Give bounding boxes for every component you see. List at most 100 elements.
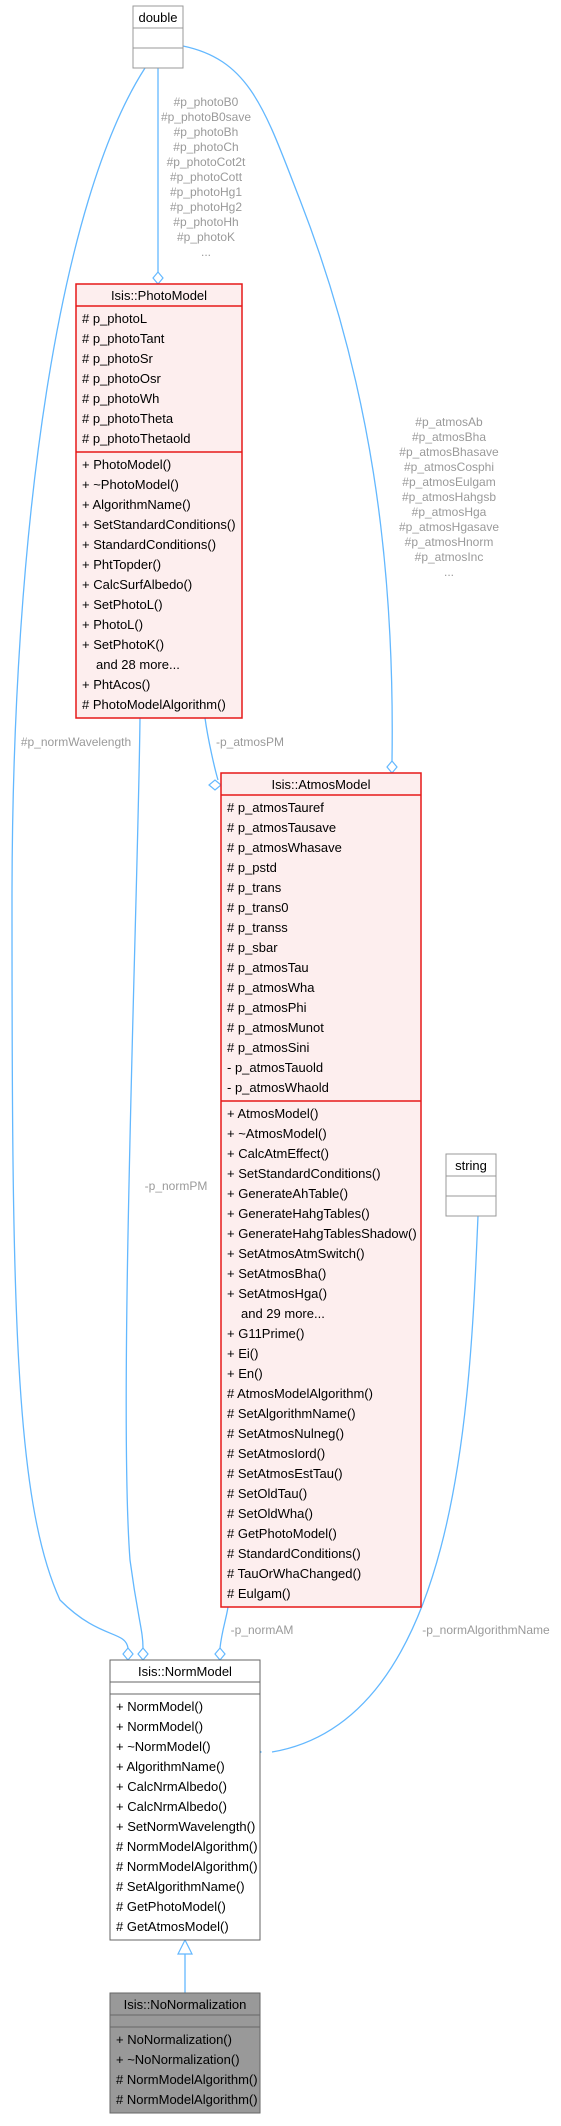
class-operation: # GetPhotoModel() [116, 1899, 226, 1914]
class-operation: + SetNormWavelength() [116, 1819, 255, 1834]
class-attribute: # p_trans0 [227, 900, 288, 915]
class-string[interactable]: string [445, 1153, 497, 1217]
aggregation-diamond-icon [152, 271, 164, 285]
class-operation: + NoNormalization() [116, 2032, 232, 2047]
edge-label-double_photo: #p_photoB0save [161, 110, 251, 124]
class-operation: + SetAtmosAtmSwitch() [227, 1246, 365, 1261]
class-operation: # GetPhotoModel() [227, 1526, 337, 1541]
class-operation: + SetStandardConditions() [227, 1166, 381, 1181]
class-nonorm[interactable]: Isis::NoNormalization+ NoNormalization()… [109, 1992, 261, 2114]
class-operation: + NormModel() [116, 1699, 203, 1714]
edge-label-double_atmos: ... [444, 565, 454, 579]
class-attribute: - p_atmosWhaold [227, 1080, 329, 1095]
edge-label-double_atmos: #p_atmosHga [412, 505, 487, 519]
edge-string-norm [271, 1215, 479, 1753]
class-attribute: # p_photoWh [82, 391, 159, 406]
edge-label-double_atmos: #p_atmosBha [412, 430, 486, 444]
class-operation: # SetAlgorithmName() [227, 1406, 356, 1421]
class-operation: + En() [227, 1366, 263, 1381]
class-attribute: # p_atmosTau [227, 960, 309, 975]
class-operation: + SetAtmosBha() [227, 1266, 326, 1281]
class-operation: + GenerateHahgTablesShadow() [227, 1226, 417, 1241]
edge-label-double_photo: #p_photoHg2 [170, 200, 242, 214]
class-operation: # TauOrWhaChanged() [227, 1566, 361, 1581]
class-name: Isis::NormModel [138, 1664, 232, 1679]
class-operation: + SetPhotoL() [82, 597, 163, 612]
class-box [75, 283, 243, 719]
class-attribute: - p_atmosTauold [227, 1060, 323, 1075]
class-norm[interactable]: Isis::NormModel+ NormModel()+ NormModel(… [109, 1659, 261, 1941]
class-operation: + GenerateHahgTables() [227, 1206, 370, 1221]
class-operation: # NormModelAlgorithm() [116, 1859, 258, 1874]
class-operation: + NormModel() [116, 1719, 203, 1734]
aggregation-diamond-icon [214, 1647, 226, 1661]
edge-label-double_atmos: #p_atmosBhasave [399, 445, 499, 459]
class-operation: + AlgorithmName() [82, 497, 191, 512]
edge-label-photo_atmos: -p_atmosPM [216, 735, 284, 749]
edge-label-double_photo: #p_photoHh [173, 215, 238, 229]
edge-label-double_atmos: #p_atmosAb [415, 415, 483, 429]
edge-label-double_atmos: #p_atmosInc [415, 550, 484, 564]
class-operation: + PhotoModel() [82, 457, 171, 472]
edge-atmos-norm [219, 1606, 229, 1649]
class-attribute: # p_atmosSini [227, 1040, 309, 1055]
class-box [220, 772, 422, 1608]
edge-label-double_atmos: #p_atmosCosphi [404, 460, 494, 474]
aggregation-diamond-icon [386, 760, 398, 774]
inheritance-arrow-icon [177, 1938, 193, 1955]
edge-label-double_photo: #p_photoK [177, 230, 235, 244]
class-photo[interactable]: Isis::PhotoModel# p_photoL# p_photoTant#… [75, 283, 243, 719]
class-name: Isis::AtmosModel [272, 777, 371, 792]
class-atmos[interactable]: Isis::AtmosModel# p_atmosTauref# p_atmos… [220, 772, 422, 1608]
class-attribute: # p_atmosWhasave [227, 840, 342, 855]
edge-label-double_photo: #p_photoCot2t [167, 155, 246, 169]
edge-label-double_photo: #p_photoBh [174, 125, 239, 139]
edge-photo-atmos [204, 717, 219, 781]
class-operation: + PhtTopder() [82, 557, 161, 572]
class-attribute: # p_atmosTausave [227, 820, 336, 835]
class-operation: + StandardConditions() [82, 537, 216, 552]
class-operation: # PhotoModelAlgorithm() [82, 697, 226, 712]
more-operations-note: and 28 more... [96, 657, 180, 672]
class-attribute: # p_sbar [227, 940, 278, 955]
edge-label-atmos_norm: -p_normAM [231, 1623, 294, 1637]
class-attribute: # p_photoSr [82, 351, 154, 366]
class-operation: # SetAlgorithmName() [116, 1879, 245, 1894]
aggregation-diamond-icon [137, 1647, 149, 1661]
edge-label-double_atmos: #p_atmosHnorm [405, 535, 494, 549]
class-operation: # SetOldWha() [227, 1506, 313, 1521]
class-operation: + PhotoL() [82, 617, 143, 632]
class-operation: # StandardConditions() [227, 1546, 361, 1561]
class-attribute: # p_photoThetaold [82, 431, 190, 446]
class-operation: # SetAtmosNulneg() [227, 1426, 344, 1441]
edge-double-norm [11, 67, 146, 1649]
aggregation-diamond-icon [208, 779, 222, 791]
class-attribute: # p_photoTheta [82, 411, 174, 426]
edge-label-double_photo: #p_photoB0 [174, 95, 239, 109]
class-operation: # NormModelAlgorithm() [116, 2072, 258, 2087]
class-operation: + GenerateAhTable() [227, 1186, 348, 1201]
edge-label-double_photo: #p_photoHg1 [170, 185, 242, 199]
class-operation: + PhtAcos() [82, 677, 150, 692]
class-operation: # AtmosModelAlgorithm() [227, 1386, 373, 1401]
class-box [445, 1153, 497, 1217]
edge-label-double_photo: #p_photoCott [170, 170, 243, 184]
class-operation: + CalcAtmEffect() [227, 1146, 329, 1161]
edge-double-atmos [182, 45, 393, 762]
edge-photo-norm [125, 717, 144, 1649]
class-name: Isis::NoNormalization [124, 1997, 247, 2012]
class-operation: + AtmosModel() [227, 1106, 318, 1121]
class-attribute: # p_atmosWha [227, 980, 315, 995]
edge-labels-layer: #p_photoB0#p_photoB0save#p_photoBh #p_pho… [21, 95, 550, 1637]
class-double[interactable]: double [132, 5, 184, 69]
class-operation: # SetAtmosIord() [227, 1446, 325, 1461]
class-operation: + SetStandardConditions() [82, 517, 236, 532]
class-operation: + CalcNrmAlbedo() [116, 1799, 227, 1814]
class-attribute: # p_atmosTauref [227, 800, 324, 815]
edge-label-string_norm: -p_normAlgorithmName [422, 1623, 550, 1637]
class-operation: # NormModelAlgorithm() [116, 1839, 258, 1854]
class-attribute: # p_transs [227, 920, 288, 935]
class-operation: # SetAtmosEstTau() [227, 1466, 343, 1481]
class-attribute: # p_photoL [82, 311, 147, 326]
